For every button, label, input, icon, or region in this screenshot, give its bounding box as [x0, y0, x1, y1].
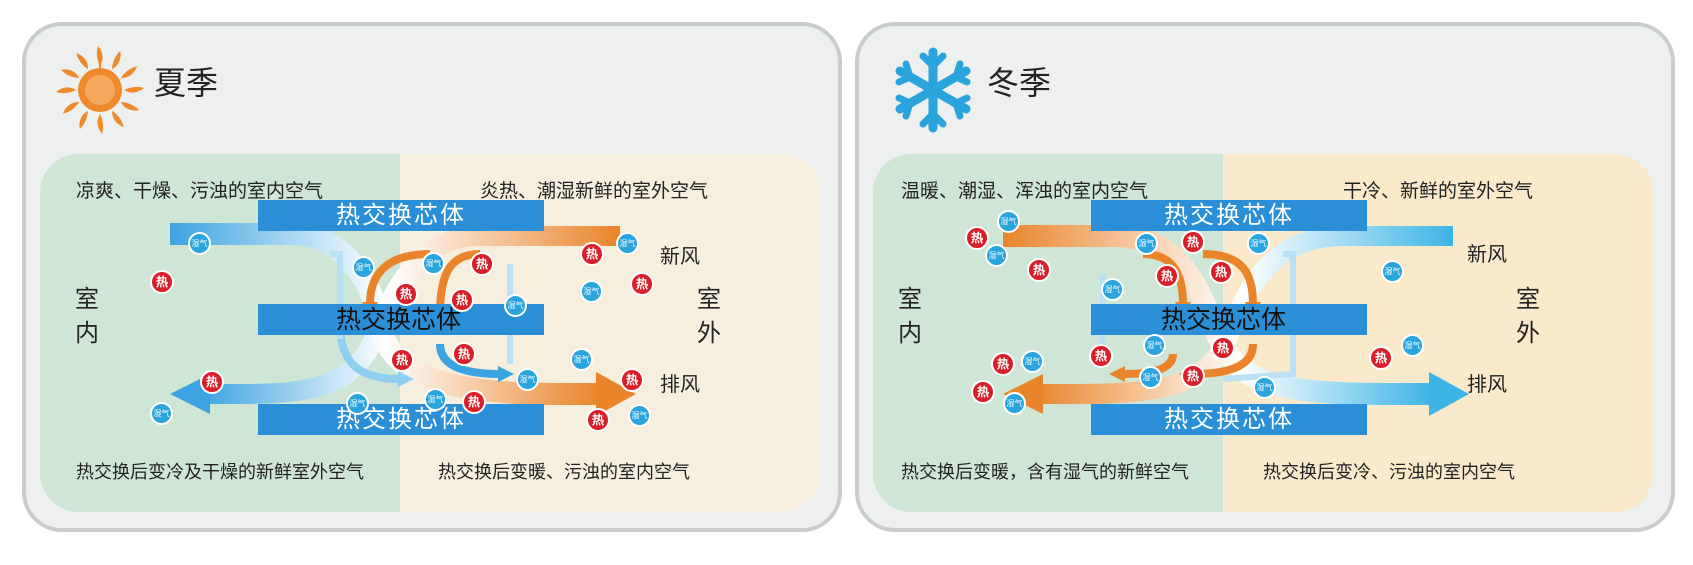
moisture-badge: 湿气: [628, 404, 651, 427]
winter-panel: 冬季: [855, 22, 1675, 532]
heat-badge: 热: [580, 242, 604, 266]
winter-indoor-label: 室内: [898, 285, 922, 347]
moisture-badge: 湿气: [1253, 376, 1276, 399]
moisture-badge: 湿气: [1401, 334, 1424, 357]
winter-outdoor-bottom-text: 热交换后变冷、污浊的室内空气: [1263, 462, 1515, 483]
heat-badge: 热: [1209, 260, 1233, 284]
moisture-badge: 湿气: [346, 392, 369, 415]
heat-badge: 热: [1027, 258, 1051, 282]
moisture-badge: 湿气: [1139, 366, 1162, 389]
moisture-badge: 湿气: [1143, 334, 1166, 357]
winter-diagram: 温暖、潮湿、浑浊的室内空气 干冷、新鲜的室外空气 热交换芯体 热交换芯体 热交换…: [873, 154, 1653, 512]
heat-badge: 热: [991, 352, 1015, 376]
heat-badge: 热: [450, 288, 474, 312]
winter-title: 冬季: [987, 64, 1052, 102]
heat-badge: 热: [462, 390, 486, 414]
summer-indoor-label: 室内: [75, 285, 99, 347]
summer-outdoor-label: 室外: [697, 285, 721, 347]
moisture-badge: 湿气: [1021, 350, 1044, 373]
winter-outdoor-top-text: 干冷、新鲜的室外空气: [1343, 180, 1534, 202]
winter-indoor-top-text: 温暖、潮湿、浑浊的室内空气: [901, 180, 1149, 202]
heat-badge: 热: [630, 272, 654, 296]
summer-fresh-air-label: 新风: [660, 244, 700, 268]
snowflake-icon: [895, 47, 971, 133]
summer-core-top: 热交换芯体: [258, 200, 544, 231]
heat-badge: 热: [586, 408, 610, 432]
winter-core-mid-bar: [1091, 304, 1367, 335]
summer-core-mid-bar: [258, 304, 544, 335]
moisture-badge: 湿气: [516, 368, 539, 391]
moisture-badge: 湿气: [985, 244, 1008, 267]
summer-panel: 夏季: [22, 22, 842, 532]
summer-indoor-bottom-text: 热交换后变冷及干燥的新鲜室外空气: [76, 462, 364, 483]
moisture-badge: 湿气: [1101, 278, 1124, 301]
summer-outdoor-bottom-text: 热交换后变暖、污浊的室内空气: [438, 462, 690, 483]
moisture-badge: 湿气: [570, 348, 593, 371]
moisture-badge: 湿气: [150, 402, 173, 425]
winter-core-bottom: 热交换芯体: [1091, 404, 1367, 435]
heat-badge: 热: [200, 370, 224, 394]
moisture-badge: 湿气: [1381, 260, 1404, 283]
winter-outdoor-label: 室外: [1516, 285, 1540, 347]
heat-badge: 热: [1211, 336, 1235, 360]
heat-badge: 热: [620, 368, 644, 392]
winter-core-mid-label: 热交换芯体: [1161, 305, 1287, 334]
winter-exhaust-label: 排风: [1467, 372, 1507, 396]
heat-badge: 热: [470, 252, 494, 276]
winter-indoor-bottom-text: 热交换后变暖，含有湿气的新鲜空气: [901, 462, 1189, 483]
moisture-badge: 湿气: [504, 294, 527, 317]
summer-core-bottom: 热交换芯体: [258, 404, 544, 435]
moisture-badge: 湿气: [580, 280, 603, 303]
winter-fresh-air-label: 新风: [1467, 242, 1507, 266]
heat-badge: 热: [1369, 346, 1393, 370]
heat-badge: 热: [971, 380, 995, 404]
summer-outdoor-top-text: 炎热、潮湿新鲜的室外空气: [480, 180, 709, 202]
heat-badge: 热: [1181, 364, 1205, 388]
summer-exhaust-label: 排风: [660, 372, 700, 396]
heat-badge: 热: [394, 282, 418, 306]
moisture-badge: 湿气: [1003, 392, 1026, 415]
moisture-badge: 湿气: [1247, 232, 1270, 255]
heat-badge: 热: [452, 342, 476, 366]
moisture-badge: 湿气: [616, 232, 639, 255]
summer-diagram: 凉爽、干燥、污浊的室内空气 炎热、潮湿新鲜的室外空气 热交换芯体 热交换芯体 热…: [40, 154, 820, 512]
summer-core-mid-label: 热交换芯体: [336, 305, 462, 334]
summer-title: 夏季: [154, 64, 219, 102]
heat-badge: 热: [1181, 230, 1205, 254]
heat-badge: 热: [965, 226, 989, 250]
moisture-badge: 湿气: [997, 210, 1020, 233]
heat-badge: 热: [390, 348, 414, 372]
winter-core-top: 热交换芯体: [1091, 200, 1367, 231]
moisture-badge: 湿气: [422, 252, 445, 275]
moisture-badge: 湿气: [424, 388, 447, 411]
moisture-badge: 湿气: [188, 232, 211, 255]
heat-badge: 热: [1089, 344, 1113, 368]
heat-badge: 热: [150, 270, 174, 294]
sun-icon: [56, 46, 144, 134]
summer-indoor-top-text: 凉爽、干燥、污浊的室内空气: [76, 180, 324, 202]
heat-badge: 热: [1155, 264, 1179, 288]
moisture-badge: 湿气: [352, 256, 375, 279]
moisture-badge: 湿气: [1135, 232, 1158, 255]
